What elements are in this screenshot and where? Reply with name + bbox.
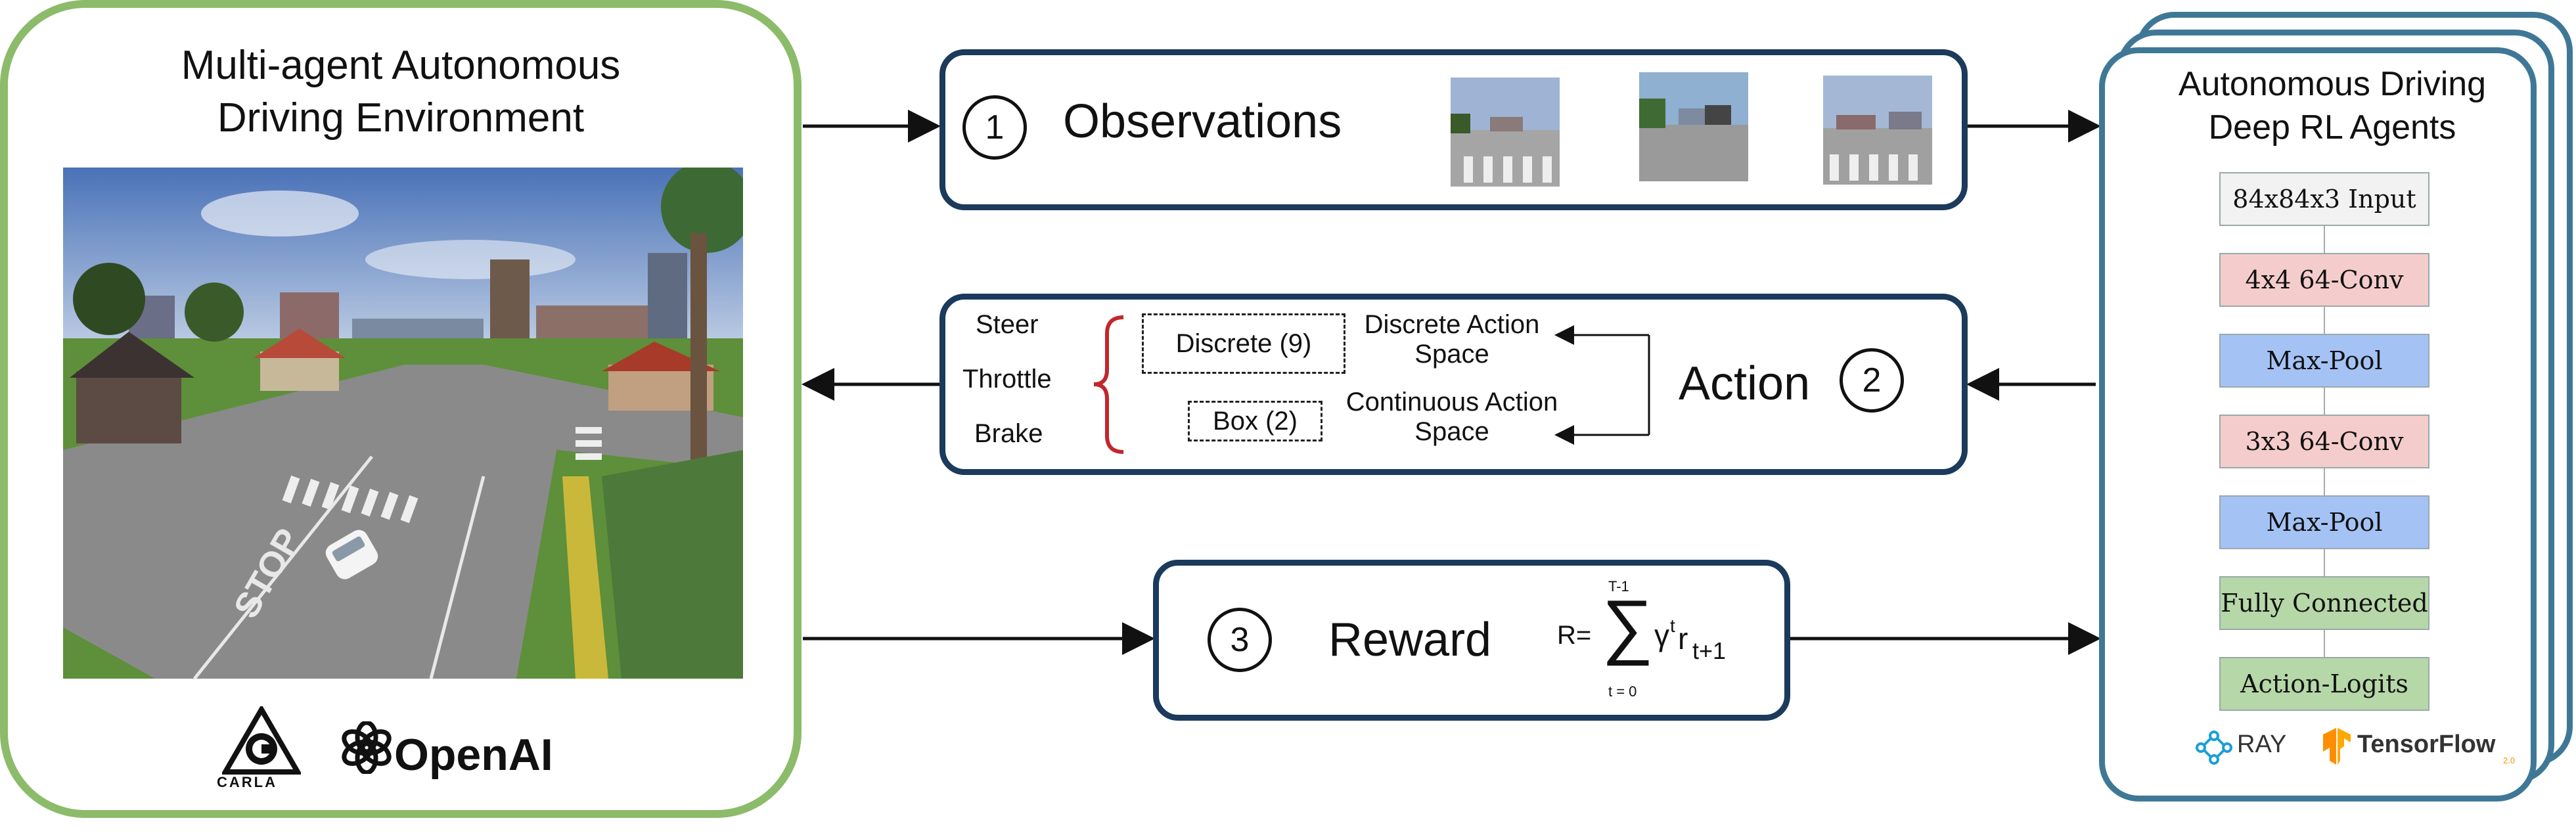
- openai-logo-icon: [342, 721, 392, 774]
- discrete-space-line2: Space: [1414, 340, 1489, 369]
- network-layer: Action-Logits: [2219, 657, 2429, 711]
- observations-step-number: 1: [962, 95, 1027, 160]
- network-layer: Fully Connected: [2219, 576, 2429, 630]
- formula-subscript: t+1: [1692, 637, 1727, 664]
- control-steer: Steer: [976, 310, 1039, 339]
- agents-title-line1: Autonomous Driving: [2178, 65, 2487, 103]
- discrete-space-line1: Discrete Action: [1364, 310, 1540, 339]
- tensorflow-logo-icon: [2323, 728, 2351, 765]
- formula-r: r: [1678, 621, 1688, 656]
- curly-brace-icon: [1093, 315, 1124, 454]
- summation-symbol-icon: ∑: [1602, 585, 1654, 666]
- tensorflow-logo-text: TensorFlow: [2357, 731, 2496, 758]
- carla-logo-icon: [222, 706, 301, 775]
- agents-title-line2: Deep RL Agents: [2208, 108, 2456, 147]
- layer-connector: [2324, 468, 2325, 495]
- continuous-space-line2: Space: [1414, 417, 1489, 446]
- reward-label: Reward: [1328, 614, 1492, 666]
- tensorflow-version-text: 2.0: [2503, 756, 2516, 765]
- observations-label: Observations: [1063, 95, 1342, 148]
- reward-step-number: 3: [1208, 608, 1272, 672]
- control-throttle: Throttle: [962, 365, 1052, 394]
- network-layer: Max-Pool: [2219, 334, 2429, 388]
- environment-title-line2: Driving Environment: [217, 95, 585, 141]
- environment-title-line1: Multi-agent Autonomous: [181, 43, 621, 88]
- ray-logo-icon: [2196, 731, 2232, 765]
- formula-lhs: R=: [1557, 621, 1592, 650]
- action-label: Action: [1679, 357, 1811, 410]
- continuous-space-line1: Continuous Action: [1345, 388, 1558, 417]
- observation-thumbnail-1: [1451, 78, 1560, 187]
- formula-lower-limit: t = 0: [1608, 683, 1637, 700]
- layer-connector: [2324, 226, 2325, 253]
- discrete-space-box: Discrete (9): [1142, 313, 1345, 374]
- ray-logo-text: RAY: [2237, 731, 2287, 758]
- reward-formula: R= T-1 ∑ t = 0 γ t r t+1: [1557, 578, 1754, 710]
- layer-connector: [2324, 307, 2325, 334]
- simulation-scene-image: STOP: [63, 168, 743, 679]
- network-layer: Max-Pool: [2219, 495, 2429, 549]
- network-layer: 4x4 64-Conv: [2219, 253, 2429, 307]
- continuous-action-space-label: Continuous Action Space: [1334, 388, 1570, 447]
- box-space-box: Box (2): [1188, 401, 1322, 441]
- layer-connector: [2324, 630, 2325, 657]
- control-brake: Brake: [974, 419, 1043, 448]
- carla-logo-text: CARLA: [217, 774, 277, 790]
- action-space-bracket-arrows: [1554, 325, 1650, 445]
- network-layer: 84x84x3 Input: [2219, 172, 2429, 226]
- action-step-number: 2: [1840, 348, 1904, 413]
- formula-gamma: γ: [1654, 618, 1669, 652]
- layer-connector: [2324, 549, 2325, 576]
- reward-box: [1153, 560, 1790, 721]
- environment-title: Multi-agent Autonomous Driving Environme…: [39, 39, 762, 145]
- layer-connector: [2324, 388, 2325, 415]
- formula-gamma-exponent: t: [1670, 616, 1675, 636]
- observation-thumbnail-3: [1823, 76, 1932, 185]
- network-layer: 3x3 64-Conv: [2219, 415, 2429, 468]
- openai-logo-text: OpenAI: [394, 730, 553, 780]
- formula-upper-limit: T-1: [1608, 578, 1629, 595]
- observation-thumbnail-2: [1639, 72, 1748, 181]
- agents-title: Autonomous Driving Deep RL Agents: [2102, 62, 2562, 149]
- discrete-action-space-label: Discrete Action Space: [1347, 310, 1557, 369]
